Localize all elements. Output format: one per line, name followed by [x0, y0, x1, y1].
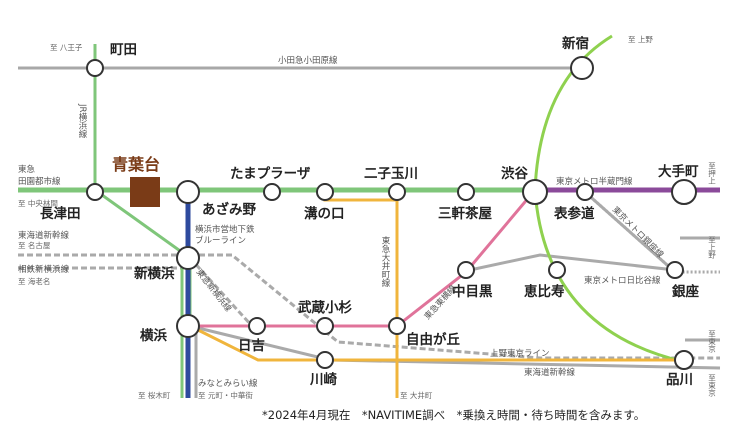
label-blue-line-1: 横浜市営地下鉄 — [195, 224, 255, 235]
line-ginza-solid — [584, 190, 676, 274]
station-aobadai: 青葉台 — [112, 155, 160, 174]
station-marker-shinjuku[interactable] — [570, 56, 594, 80]
line-shin-yokohama-dashed — [188, 256, 254, 328]
dest-sakuragicho: 至 桜木町 — [138, 390, 171, 400]
line-toyoko — [190, 189, 537, 328]
station-omotesando: 表参道 — [554, 205, 595, 222]
station-hiyoshi: 日吉 — [238, 337, 265, 354]
station-marker-ginza[interactable] — [666, 261, 684, 279]
station-yokohama: 横浜 — [140, 327, 167, 344]
footnote: *2024年4月現在 *NAVITIME調べ *乗換え時間・待ち時間を含みます。 — [262, 408, 645, 422]
dest-chuo-rinkan: 至 中央林間 — [18, 198, 58, 208]
line-ueno-tokyo — [189, 324, 685, 362]
label-minatomirai: みなとみらい線 — [198, 378, 258, 389]
station-shinjuku: 新宿 — [562, 35, 589, 52]
label-tokaido-shinkansen-east: 東海道新幹線 — [524, 367, 576, 378]
label-sotetsu: 相鉄新横浜線 — [18, 264, 70, 275]
line-ginza — [584, 190, 720, 274]
station-shin-yokohama: 新横浜 — [134, 265, 175, 282]
line-oimachi — [323, 196, 399, 398]
label-denentoshi-1: 東急 — [18, 164, 36, 175]
station-marker-mizonokuchi[interactable] — [316, 183, 334, 201]
station-musashikosugi: 武蔵小杉 — [298, 299, 352, 316]
station-sangenjaya: 三軒茶屋 — [438, 205, 492, 222]
station-shibuya: 渋谷 — [501, 165, 529, 182]
line-yamanote — [533, 34, 686, 364]
station-marker-omotesando[interactable] — [576, 183, 594, 201]
dest-oimachi: 至 大井町 — [400, 390, 433, 400]
label-ginza: 東京メトロ銀座線 — [610, 204, 666, 260]
station-nakameguro: 中目黒 — [452, 283, 493, 300]
station-marker-ebisu[interactable] — [548, 261, 566, 279]
station-marker-shibuya[interactable] — [522, 179, 548, 205]
dest-tokyo-2: 至東京 — [707, 374, 716, 398]
station-marker-hiyoshi[interactable] — [248, 317, 266, 335]
dest-tokyo-1: 至東京 — [707, 330, 716, 354]
label-denentoshi-2: 田園都市線 — [18, 176, 61, 187]
station-marker-tama-plaza[interactable] — [263, 183, 281, 201]
station-marker-shinagawa[interactable] — [674, 350, 694, 370]
label-odakyu: 小田急小田原線 — [278, 55, 338, 66]
station-marker-sangenjaya[interactable] — [457, 183, 475, 201]
gray-lines — [18, 66, 721, 398]
dest-hachioji: 至 八王子 — [50, 43, 83, 52]
station-nagatsuta: 長津田 — [40, 205, 81, 222]
label-hanzomon: 東京メトロ半蔵門線 — [556, 176, 633, 187]
station-marker-nakameguro[interactable] — [457, 261, 475, 279]
label-tokaido-shinkansen: 東海道新幹線 — [18, 230, 70, 241]
label-jr-yokohama: JR横浜線 — [77, 103, 87, 138]
dest-oshiage: 至押上 — [707, 162, 716, 185]
station-futakotamagawa: 二子玉川 — [364, 166, 418, 182]
station-azamino: あざみ野 — [202, 201, 256, 218]
dest-ebina: 至 海老名 — [18, 276, 50, 286]
dest-motomachi: 至 元町・中華街 — [198, 390, 253, 400]
station-marker-machida[interactable] — [86, 59, 104, 77]
station-machida: 町田 — [110, 42, 137, 58]
line-hibiya — [469, 253, 676, 272]
station-marker-yokohama[interactable] — [176, 314, 200, 338]
dest-ueno-top: 至 上野 — [628, 35, 653, 44]
station-marker-shin-yokohama[interactable] — [176, 246, 200, 270]
label-shin-yokohama-line: 東急新横浜線 — [194, 267, 234, 314]
station-marker-nagatsuta[interactable] — [86, 183, 104, 201]
station-marker-musashikosugi[interactable] — [316, 317, 334, 335]
station-ginza: 銀座 — [672, 283, 700, 300]
label-oimachi: 東急大井町線 — [380, 235, 390, 287]
station-marker-jiyugaoka[interactable] — [388, 317, 406, 335]
station-marker-kawasaki[interactable] — [316, 351, 334, 369]
label-ueno-tokyo: 上野東京ライン — [490, 348, 550, 359]
station-kawasaki: 川崎 — [309, 371, 337, 388]
aobadai-marker[interactable] — [130, 177, 160, 207]
station-marker-azamino[interactable] — [176, 180, 200, 204]
station-shinagawa: 品川 — [666, 372, 693, 388]
label-blue-line-2: ブルーライン — [195, 235, 246, 246]
station-ebisu: 恵比寿 — [524, 283, 565, 300]
station-tama-plaza: たまプラーザ — [230, 166, 311, 182]
dest-nagoya: 至 名古屋 — [18, 240, 51, 250]
station-otemachi: 大手町 — [658, 163, 699, 180]
station-jiyugaoka: 自由が丘 — [406, 331, 460, 348]
label-hibiya: 東京メトロ日比谷線 — [584, 275, 661, 286]
station-marker-otemachi[interactable] — [671, 179, 697, 205]
line-tokaido-shinkansen-east — [190, 253, 720, 360]
dest-ueno-right: 至上野 — [707, 236, 716, 259]
station-marker-futakotamagawa[interactable] — [388, 183, 406, 201]
station-markers — [86, 56, 697, 370]
station-mizonokuchi: 溝の口 — [304, 205, 345, 222]
